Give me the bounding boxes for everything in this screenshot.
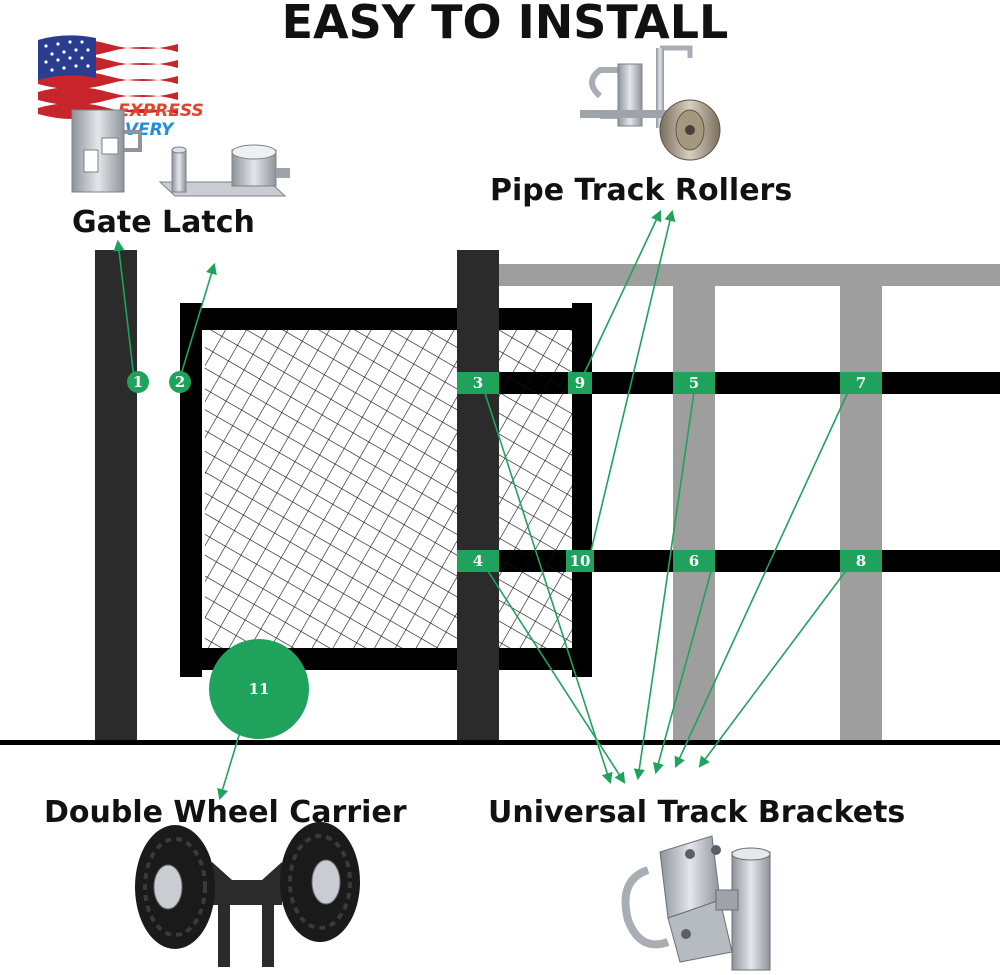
callout-arrows <box>113 209 849 801</box>
pipe-track-roller-icon <box>580 45 721 161</box>
marker-6: 6 <box>673 550 715 572</box>
marker-2: 2 <box>169 371 191 393</box>
express-label: EXPRESS <box>118 101 204 121</box>
universal-track-bracket-icon <box>621 835 771 971</box>
latch-post <box>95 250 137 742</box>
fence-frame <box>498 264 1000 742</box>
us-flag-icon <box>38 35 178 119</box>
double-wheel-carrier-icon <box>135 822 360 967</box>
gate-latch-hardware-icon <box>71 109 290 197</box>
ground-line <box>0 740 1000 745</box>
marker-9: 9 <box>568 372 592 394</box>
svg-text:6: 6 <box>689 552 699 570</box>
marker-4: 4 <box>457 550 499 572</box>
svg-text:5: 5 <box>689 374 699 392</box>
page-title: EASY TO INSTALL <box>282 0 729 49</box>
marker-7: 7 <box>840 372 882 394</box>
double-wheel-carrier-label: Double Wheel Carrier <box>44 795 407 830</box>
pipe-track-rollers-label: Pipe Track Rollers <box>490 173 792 208</box>
roller-post <box>457 250 499 742</box>
marker-8: 8 <box>840 550 882 572</box>
marker-11: 11 <box>209 639 309 739</box>
svg-text:8: 8 <box>856 552 866 570</box>
svg-text:11: 11 <box>249 680 270 698</box>
svg-text:1: 1 <box>133 373 143 391</box>
svg-text:9: 9 <box>575 374 585 392</box>
universal-track-brackets-label: Universal Track Brackets <box>488 795 905 830</box>
marker-5: 5 <box>673 372 715 394</box>
gate-latch-label: Gate Latch <box>72 205 255 240</box>
marker-10: 10 <box>566 550 594 572</box>
svg-text:2: 2 <box>175 373 185 391</box>
svg-text:7: 7 <box>856 374 866 392</box>
gate <box>180 303 592 677</box>
svg-text:4: 4 <box>473 552 483 570</box>
svg-text:10: 10 <box>570 552 591 570</box>
marker-3: 3 <box>457 372 499 394</box>
marker-1: 1 <box>127 371 149 393</box>
svg-text:3: 3 <box>473 374 483 392</box>
